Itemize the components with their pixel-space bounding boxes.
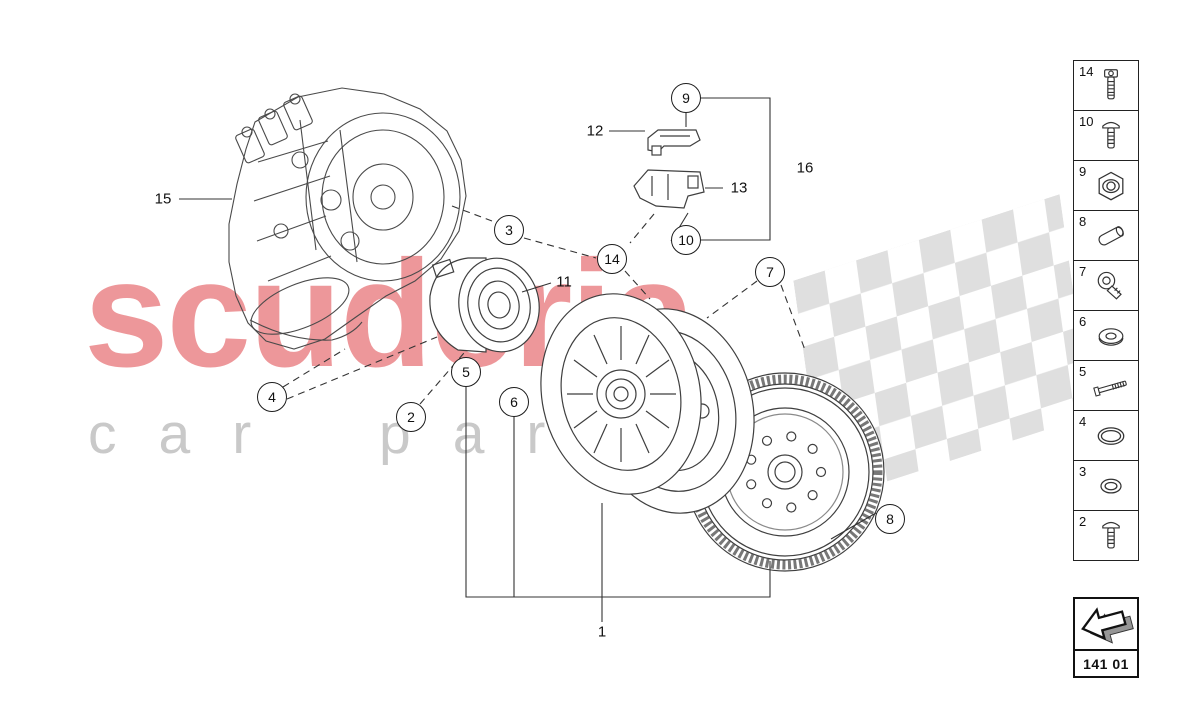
callout-16: 16 [796,159,814,177]
callout-13: 13 [730,179,748,197]
callout-6[interactable]: 6 [499,387,529,417]
release-bearing-drawing [429,257,540,353]
callout-12: 12 [586,122,604,140]
callout-15: 15 [154,190,172,208]
sidebar-part-number: 7 [1079,264,1087,279]
sidebar-part-number: 8 [1079,214,1087,229]
sidebar-part-2[interactable]: 2 [1073,510,1139,561]
sidebar-part-5[interactable]: 5 [1073,360,1139,411]
gearbox-drawing [228,87,467,350]
pan-screw-icon [1102,521,1120,549]
diagram-part-code: 141 01 [1075,649,1137,676]
leader-lines [179,97,877,622]
sidebar-part-14[interactable]: 14 [1073,60,1139,111]
sidebar-part-6[interactable]: 6 [1073,310,1139,361]
sidebar-part-number: 10 [1079,114,1094,129]
pan-screw-icon [1102,121,1120,149]
callout-14[interactable]: 14 [597,244,627,274]
sidebar-part-4[interactable]: 4 [1073,410,1139,461]
callout-7[interactable]: 7 [755,257,785,287]
callout-9[interactable]: 9 [671,83,701,113]
nav-icon-area[interactable] [1075,599,1137,649]
sidebar-part-number: 3 [1079,464,1087,479]
diagram-nav-box[interactable]: 141 01 [1073,597,1139,678]
sidebar-part-7[interactable]: 7 [1073,260,1139,311]
sidebar-part-number: 2 [1079,514,1087,529]
callout-4[interactable]: 4 [257,382,287,412]
cap-screw-icon [1104,69,1118,100]
stud-bolt-icon [1093,380,1127,397]
callout-2[interactable]: 2 [396,402,426,432]
washer-icon [1098,328,1124,346]
hex-nut-icon [1098,171,1124,201]
sidebar-part-8[interactable]: 8 [1073,210,1139,261]
callout-10[interactable]: 10 [671,225,701,255]
sidebar-part-number: 14 [1079,64,1094,79]
callout-1: 1 [597,623,607,641]
bracket-drawing [633,169,705,209]
sidebar-part-9[interactable]: 9 [1073,160,1139,211]
sidebar-part-number: 6 [1079,314,1087,329]
seal-ring-icon [1097,427,1125,445]
callout-3[interactable]: 3 [494,215,524,245]
clutch-assembly-drawing [540,293,755,514]
sidebar-part-number: 9 [1079,164,1087,179]
callout-5[interactable]: 5 [451,357,481,387]
sidebar-part-number: 5 [1079,364,1087,379]
sensor-drawing [647,129,701,156]
sidebar-part-number: 4 [1079,414,1087,429]
socket-bolt-icon [1097,271,1122,300]
callout-8[interactable]: 8 [875,504,905,534]
sidebar-part-3[interactable]: 3 [1073,460,1139,511]
sidebar-part-10[interactable]: 10 [1073,110,1139,161]
callout-11: 11 [556,273,572,291]
parts-sidebar: 14 10 9 8 [1073,60,1139,561]
dowel-pin-icon [1098,226,1124,246]
back-arrow-icon [1081,607,1134,644]
o-ring-icon [1100,478,1122,494]
